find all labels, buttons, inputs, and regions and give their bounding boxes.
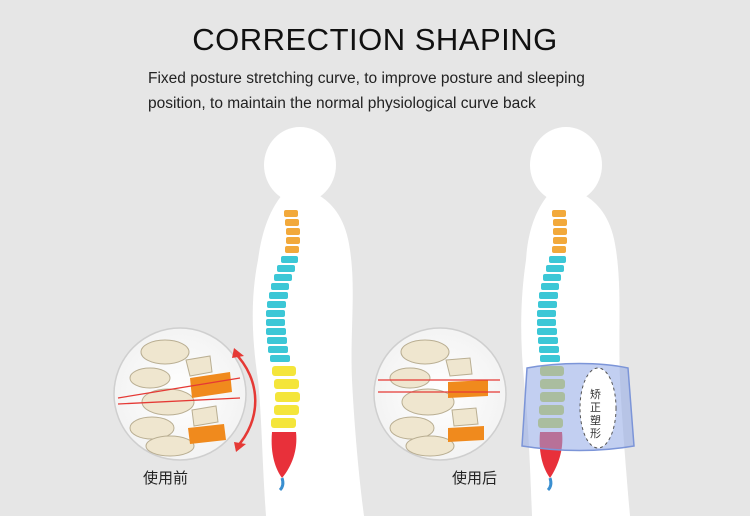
sacrum	[271, 432, 297, 478]
page-subtitle: Fixed posture stretching curve, to impro…	[148, 66, 708, 116]
lumbar-vertebrae	[271, 366, 300, 428]
subtitle-line-2: position, to maintain the normal physiol…	[148, 95, 536, 112]
belt-label: 矫正塑形	[590, 388, 601, 440]
zoom-view-before	[113, 327, 257, 461]
subtitle-line-1: Fixed posture stretching curve, to impro…	[148, 70, 585, 87]
spine-before	[266, 210, 300, 492]
caption-before: 使用前	[143, 469, 189, 487]
caption-after: 使用后	[452, 469, 498, 487]
cervical-vertebrae	[284, 210, 300, 253]
support-belt	[521, 362, 635, 452]
zoom-view-after	[373, 327, 507, 461]
thoracic-vertebrae-after	[537, 256, 566, 362]
page-title: CORRECTION SHAPING	[192, 22, 558, 57]
cervical-vertebrae-after	[552, 210, 567, 253]
thoracic-vertebrae	[266, 256, 298, 362]
